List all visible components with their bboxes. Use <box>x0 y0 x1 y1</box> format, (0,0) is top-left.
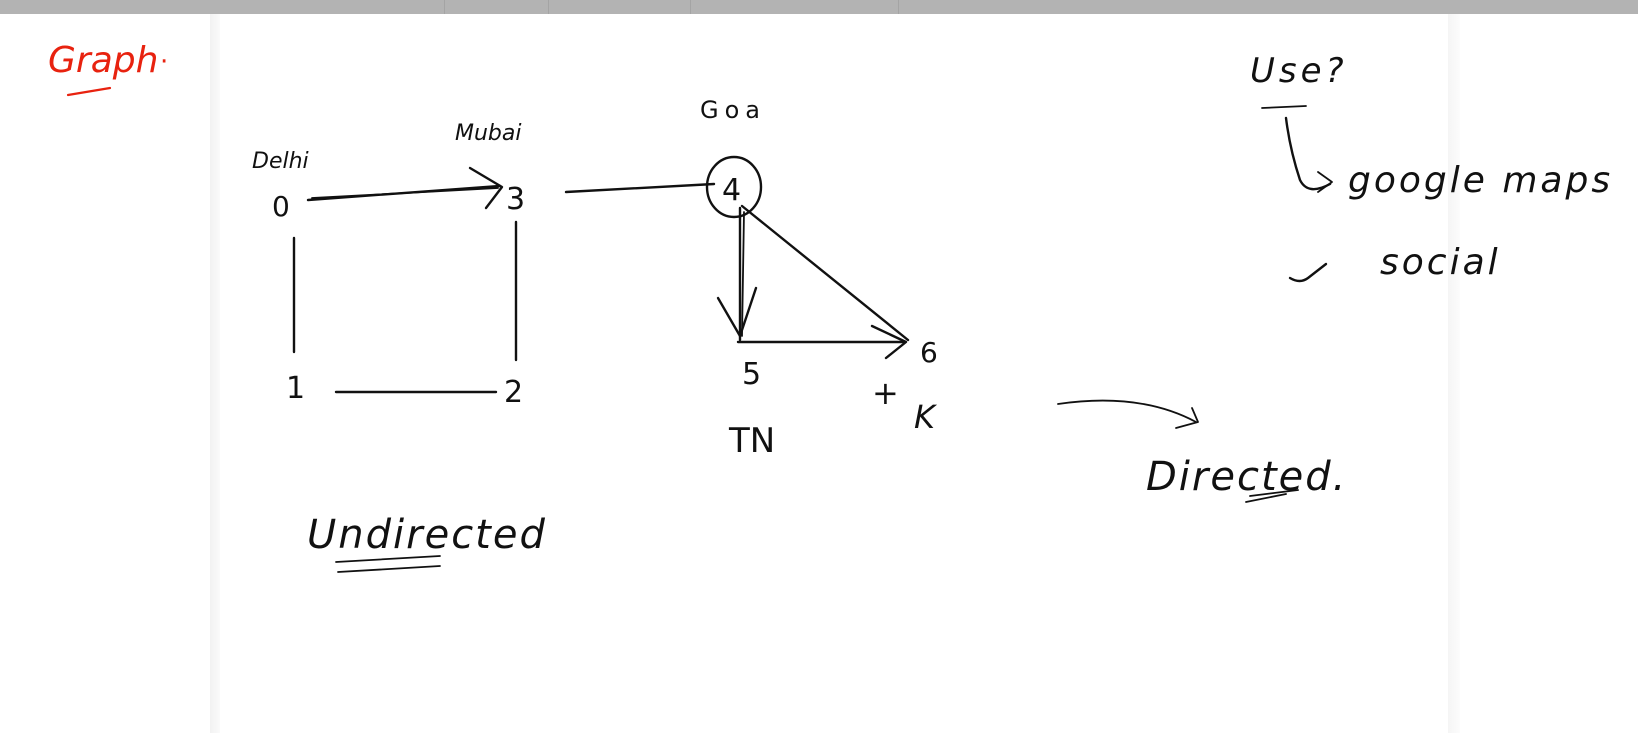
undirected-underline-1 <box>335 555 441 563</box>
node-3: 3 <box>506 182 525 217</box>
uses-heading: Use? <box>1250 51 1348 91</box>
toolbar-divider <box>690 0 691 14</box>
node-4: 4 <box>722 173 741 208</box>
uses-heading-underline <box>1261 105 1307 109</box>
curved-pointer-arrowhead <box>1175 407 1199 429</box>
toolbar-divider <box>548 0 549 14</box>
label-tn: TN <box>728 421 775 461</box>
use-item-google-maps: google maps <box>1348 160 1613 201</box>
curved-pointer-arrow <box>1057 399 1197 423</box>
label-directed: Directed. <box>1146 454 1347 500</box>
directed-underline-2 <box>1249 489 1299 497</box>
node-2: 2 <box>504 375 523 410</box>
page-right-shadow <box>1448 14 1460 733</box>
use-item-social: social <box>1380 242 1501 283</box>
title-dot: · <box>160 47 168 77</box>
whiteboard-page <box>220 14 1448 733</box>
label-undirected: Undirected <box>307 512 547 558</box>
edge-3-4 <box>564 182 716 194</box>
node-0: 0 <box>272 190 290 223</box>
arrowhead-5-6 <box>870 324 908 360</box>
use-item-check-mark <box>1288 262 1328 283</box>
toolbar-divider <box>444 0 445 14</box>
edge-0-3-stroke <box>311 187 499 199</box>
edge-4-6 <box>740 204 910 342</box>
undirected-underline-2 <box>337 565 441 573</box>
city-label-mumbai: Mubai <box>455 121 521 146</box>
page-left-shadow <box>210 14 220 733</box>
node-5: 5 <box>742 357 761 392</box>
uses-bracket-arrow <box>1284 116 1332 191</box>
label-k: K <box>914 398 938 436</box>
node-6: 6 <box>920 336 938 369</box>
title-underline <box>66 86 112 97</box>
label-plus: + <box>872 374 899 412</box>
arrowhead-0-3 <box>468 166 504 210</box>
window-top-bar <box>0 0 1638 14</box>
directed-underline-1 <box>1245 493 1287 503</box>
node-1: 1 <box>286 371 305 406</box>
node-4-circle <box>705 155 763 219</box>
arrowhead-4-5 <box>716 286 758 338</box>
city-label-goa: Goa <box>700 96 766 124</box>
edge-4-5-stroke <box>741 211 745 337</box>
uses-bracket-arrowhead <box>1317 171 1333 193</box>
title-graph: Graph <box>48 40 158 81</box>
city-label-delhi: Delhi <box>252 149 309 174</box>
toolbar-divider <box>898 0 899 14</box>
